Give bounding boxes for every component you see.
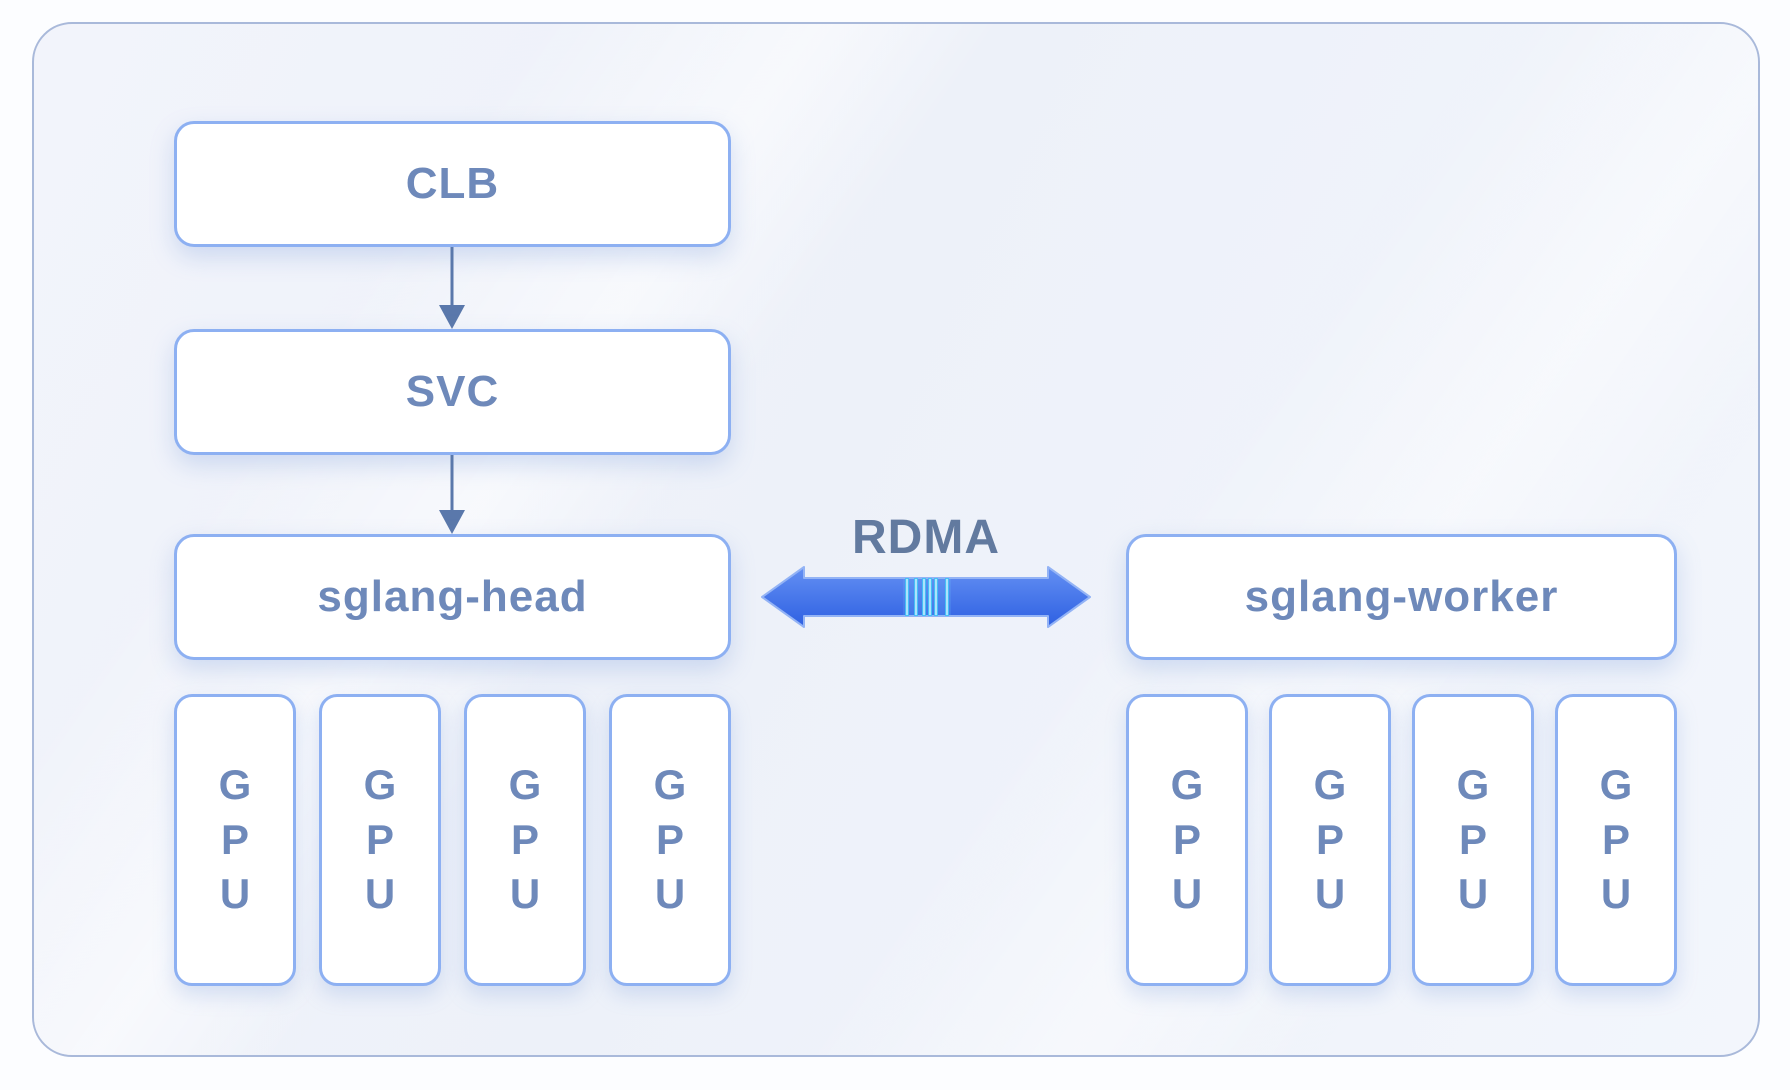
gpu-node: GPU	[174, 694, 296, 986]
node-clb: CLB	[174, 121, 731, 247]
node-svc-label: SVC	[405, 367, 500, 416]
gpu-group-head: GPU GPU GPU GPU	[174, 694, 731, 986]
gpu-node: GPU	[1555, 694, 1677, 986]
gpu-label: GPU	[1456, 761, 1490, 918]
gpu-node: GPU	[1412, 694, 1534, 986]
gpu-node: GPU	[1269, 694, 1391, 986]
down-arrow-icon	[439, 247, 465, 329]
gpu-label: GPU	[1313, 761, 1347, 918]
gpu-node: GPU	[464, 694, 586, 986]
down-arrow-icon	[439, 455, 465, 534]
cluster-container: CLB SVC sglang-head GPU GPU GPU	[32, 22, 1760, 1057]
gpu-label: GPU	[653, 761, 687, 918]
node-clb-label: CLB	[405, 159, 500, 208]
gpu-label: GPU	[1599, 761, 1633, 918]
gpu-node: GPU	[609, 694, 731, 986]
node-sglang-worker-label: sglang-worker	[1244, 572, 1559, 621]
gpu-label: GPU	[218, 761, 252, 918]
gpu-label: GPU	[508, 761, 542, 918]
gpu-group-worker: GPU GPU GPU GPU	[1126, 694, 1677, 986]
node-sglang-worker: sglang-worker	[1126, 534, 1677, 660]
gpu-node: GPU	[1126, 694, 1248, 986]
rdma-link-label: RDMA	[852, 511, 1000, 564]
node-sglang-head-label: sglang-head	[317, 572, 588, 621]
rdma-double-arrow-icon	[761, 566, 1091, 628]
node-sglang-head: sglang-head	[174, 534, 731, 660]
gpu-node: GPU	[319, 694, 441, 986]
gpu-label: GPU	[363, 761, 397, 918]
gpu-label: GPU	[1170, 761, 1204, 918]
node-svc: SVC	[174, 329, 731, 455]
